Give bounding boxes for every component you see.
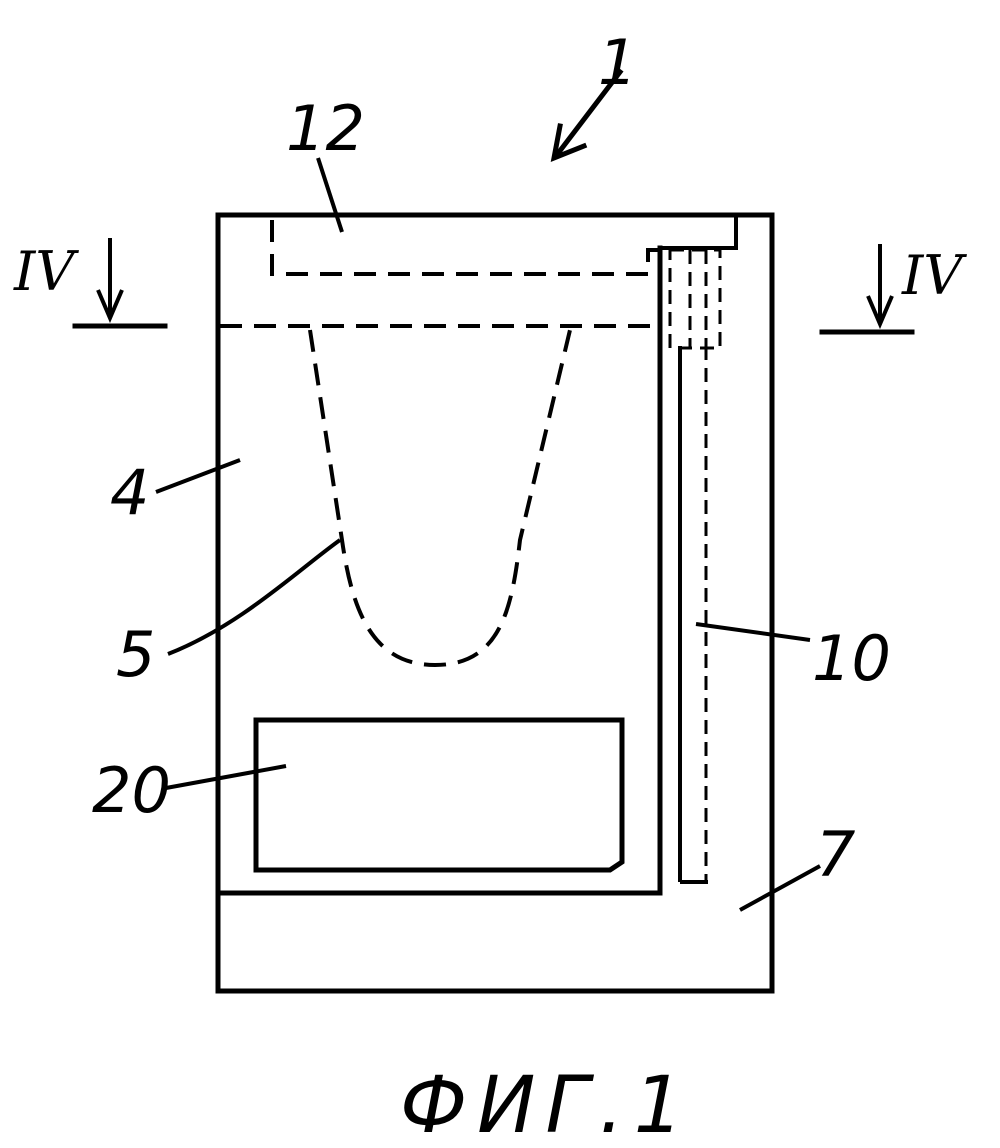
label-rod: 10 <box>812 622 891 695</box>
label-base: 7 <box>816 818 855 891</box>
outer-housing <box>218 215 772 991</box>
inner-compartment <box>218 248 660 893</box>
label-device: 1 <box>598 26 637 99</box>
leader-base <box>740 866 820 910</box>
rod-head <box>670 250 720 348</box>
leader-box <box>166 766 286 788</box>
label-drawer: 12 <box>286 92 365 165</box>
leader-drawer <box>318 158 342 232</box>
bag-outline <box>310 330 570 665</box>
drawer-outline <box>272 220 660 274</box>
label-body: 4 <box>110 456 149 529</box>
label-section-left: IV <box>13 240 79 303</box>
label-section-right: IV <box>901 244 967 307</box>
leader-body <box>156 460 240 492</box>
label-box: 20 <box>92 754 171 827</box>
label-bag: 5 <box>116 618 155 691</box>
rod-channel <box>660 215 736 248</box>
figure-caption: ФИГ.1 <box>400 1061 693 1148</box>
box-outline <box>256 720 622 870</box>
leader-bag <box>168 540 340 654</box>
leader-rod <box>696 624 810 640</box>
